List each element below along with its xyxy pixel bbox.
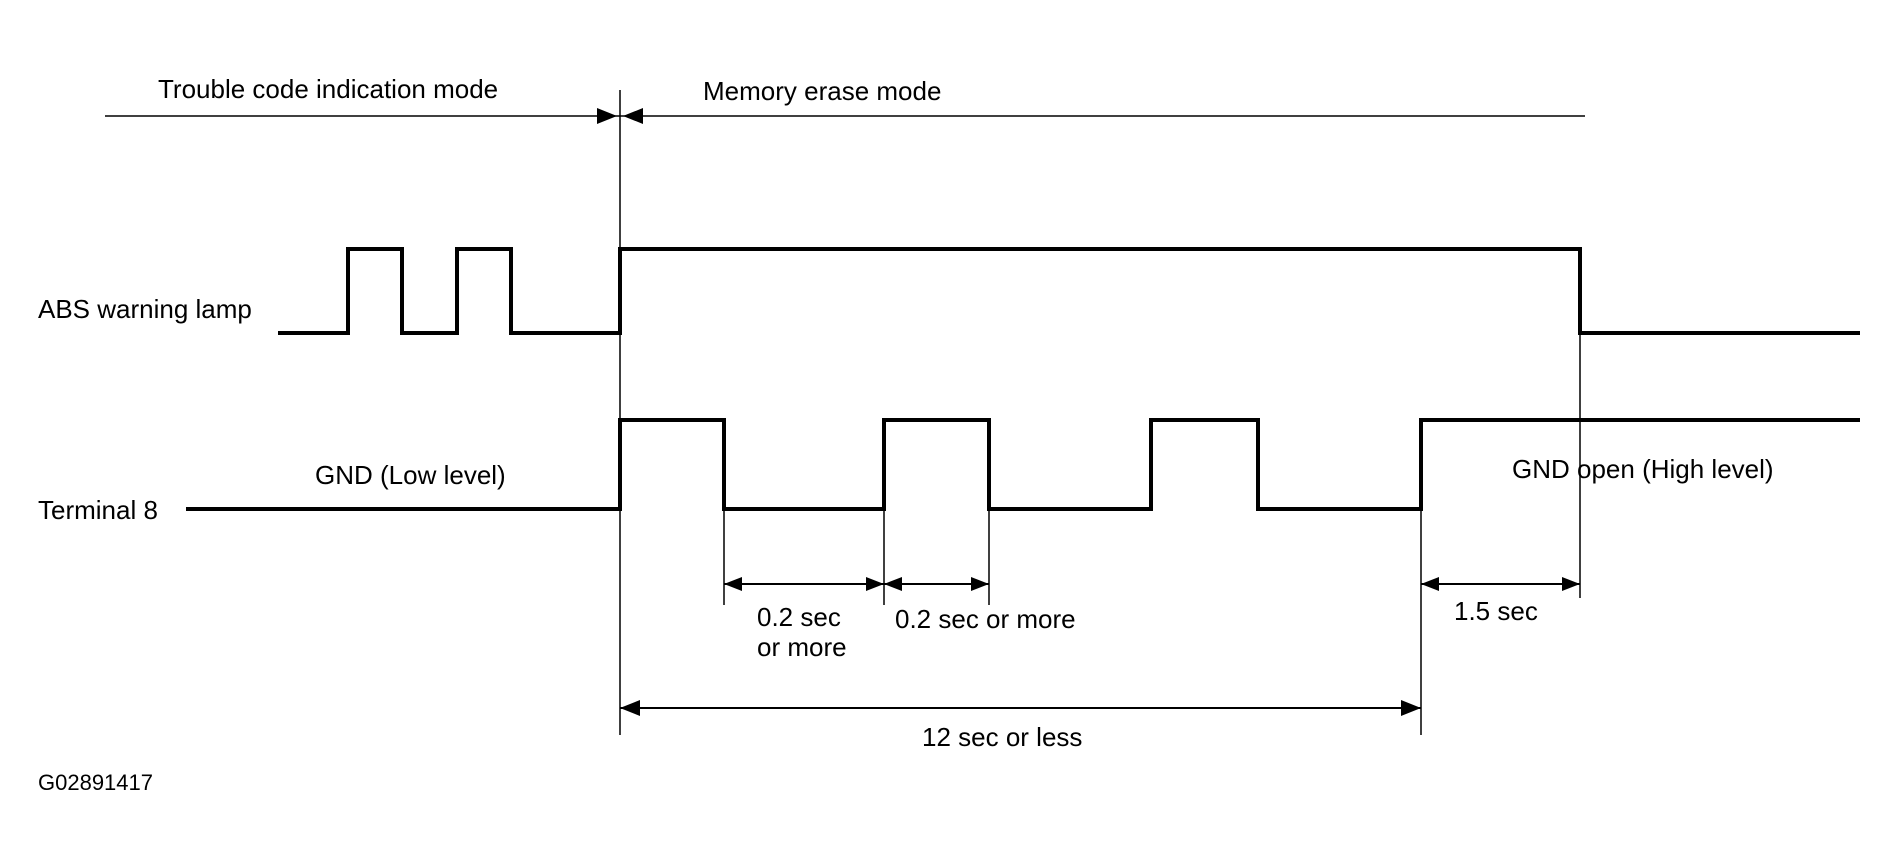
high-pulse-dimension: 0.2 sec or more [884, 577, 1076, 634]
arrow-right-icon [1562, 577, 1580, 591]
first-low-period-text-line2: or more [757, 632, 847, 662]
figure-id: G02891417 [38, 770, 153, 795]
abs-warning-lamp-row: ABS warning lamp [38, 247, 1860, 335]
delay-text: 1.5 sec [1454, 596, 1538, 626]
mode-header: Trouble code indication mode Memory eras… [105, 74, 1585, 124]
first-low-period-dimension: 0.2 sec or more [724, 577, 884, 662]
arrow-left-icon [724, 577, 742, 591]
terminal8-label: Terminal 8 [38, 495, 158, 525]
arrow-right-icon [1401, 700, 1421, 716]
arrow-right-icon [971, 577, 989, 591]
arrow-right-icon [866, 577, 884, 591]
total-text: 12 sec or less [922, 722, 1082, 752]
reference-lines [619, 90, 1581, 735]
memory-erase-mode-label: Memory erase mode [703, 76, 941, 106]
total-dimension: 12 sec or less [620, 700, 1421, 752]
arrow-right-icon [597, 108, 617, 124]
first-low-period-text-line1: 0.2 sec [757, 602, 841, 632]
arrow-left-icon [620, 700, 640, 716]
arrow-left-icon [623, 108, 643, 124]
abs-warning-lamp-label: ABS warning lamp [38, 294, 252, 324]
gnd-low-level-label: GND (Low level) [315, 460, 506, 490]
trouble-code-mode-label: Trouble code indication mode [158, 74, 498, 104]
high-pulse-text: 0.2 sec or more [895, 604, 1076, 634]
terminal8-waveform [186, 418, 1860, 511]
abs-warning-lamp-waveform [278, 247, 1860, 335]
delay-dimension: 1.5 sec [1421, 577, 1580, 626]
terminal8-row: Terminal 8 GND (Low level) GND open (Hig… [38, 418, 1860, 525]
gnd-open-high-level-label: GND open (High level) [1512, 454, 1774, 484]
arrow-left-icon [884, 577, 902, 591]
arrow-left-icon [1421, 577, 1439, 591]
